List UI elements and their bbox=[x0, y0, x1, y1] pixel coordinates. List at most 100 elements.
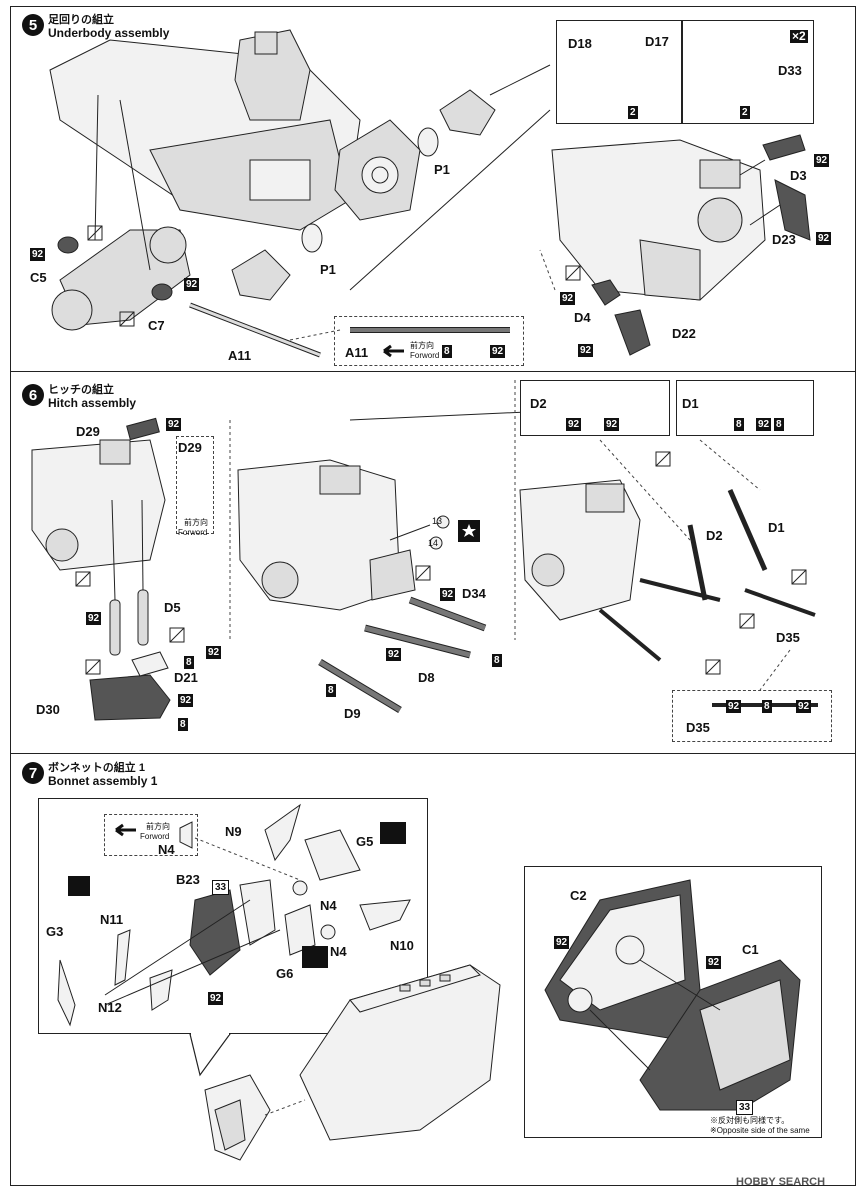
paint-code: 92 bbox=[560, 292, 576, 305]
paint-code: 92 bbox=[554, 936, 570, 949]
part-label: D18 bbox=[568, 36, 592, 51]
step-6-header: 6 ヒッチの組立 Hitch assembly bbox=[22, 384, 136, 410]
part-label: D22 bbox=[672, 326, 696, 341]
part-label: D17 bbox=[645, 34, 669, 49]
direction-en: Forword bbox=[410, 351, 440, 360]
part-label: G6 bbox=[276, 966, 294, 981]
decal-number: 13 bbox=[432, 516, 443, 526]
part-label: D3 bbox=[790, 168, 807, 183]
watermark: HOBBY SEARCH bbox=[736, 1176, 826, 1188]
paint-code: 92 bbox=[178, 694, 194, 707]
step-7-header: 7 ボンネットの組立 1 Bonnet assembly 1 bbox=[22, 762, 157, 788]
part-label: B23 bbox=[176, 872, 200, 887]
part-label: A11 bbox=[228, 348, 252, 363]
part-label: C7 bbox=[148, 318, 165, 333]
part-label: N4 bbox=[320, 898, 337, 913]
paint-code: 8 bbox=[774, 418, 784, 431]
step-number: 6 bbox=[22, 384, 44, 406]
step-number: 5 bbox=[22, 14, 44, 36]
part-label: D2 bbox=[706, 528, 723, 543]
part-label: P1 bbox=[320, 262, 336, 277]
inset-d29-direction bbox=[176, 436, 214, 534]
quantity-badge: ×2 bbox=[790, 29, 808, 43]
paint-code: 8 bbox=[326, 684, 336, 697]
part-label: D35 bbox=[776, 630, 800, 645]
section-divider bbox=[11, 753, 855, 754]
paint-code: 8 bbox=[178, 718, 188, 731]
part-label: N4 bbox=[158, 842, 175, 857]
paint-code: 92 bbox=[386, 648, 402, 661]
paint-code: 92 bbox=[796, 700, 812, 713]
paint-code: 92 bbox=[86, 612, 102, 625]
part-label: C2 bbox=[570, 888, 587, 903]
instruction-sheet bbox=[10, 6, 856, 1186]
part-label: D33 bbox=[778, 63, 802, 78]
paint-code: 92 bbox=[578, 344, 594, 357]
paint-code: 92 bbox=[184, 278, 200, 291]
paint-code: 92 bbox=[604, 418, 620, 431]
part-label: D5 bbox=[164, 600, 181, 615]
paint-code: 92 bbox=[706, 956, 722, 969]
inset-d2 bbox=[520, 380, 670, 436]
part-label: D4 bbox=[574, 310, 591, 325]
part-label: D8 bbox=[418, 670, 435, 685]
part-label: D29 bbox=[178, 440, 202, 455]
part-label: G3 bbox=[46, 924, 64, 939]
part-label: D23 bbox=[772, 232, 796, 247]
part-label: D1 bbox=[768, 520, 785, 535]
paint-code: 8 bbox=[762, 700, 772, 713]
step-title-en: Hitch assembly bbox=[48, 396, 137, 410]
part-label: D29 bbox=[76, 424, 100, 439]
paint-code: 92 bbox=[490, 345, 506, 358]
part-label: P1 bbox=[434, 162, 450, 177]
direction-en: Forword bbox=[140, 832, 170, 841]
paint-code: 92 bbox=[30, 248, 46, 261]
note-en: ※Opposite side of the same bbox=[710, 1126, 810, 1135]
inset-d1 bbox=[676, 380, 814, 436]
part-label: D9 bbox=[344, 706, 361, 721]
step-title-jp: 足回りの組立 bbox=[48, 14, 114, 26]
paint-code: 2 bbox=[740, 106, 750, 119]
decal-number: 14 bbox=[428, 538, 439, 548]
step-5-header: 5 足回りの組立 Underbody assembly bbox=[22, 14, 169, 40]
paint-code: 8 bbox=[184, 656, 194, 669]
step-title-jp: ヒッチの組立 bbox=[48, 384, 114, 396]
part-label: N4 bbox=[330, 944, 347, 959]
inset-n4-direction bbox=[104, 814, 198, 856]
part-label: D1 bbox=[682, 396, 699, 411]
part-label: C1 bbox=[742, 942, 759, 957]
paint-code: 33 bbox=[212, 880, 230, 895]
part-label: N9 bbox=[225, 824, 242, 839]
paint-code: 92 bbox=[166, 418, 182, 431]
part-label: D30 bbox=[36, 702, 60, 717]
part-label: G5 bbox=[356, 834, 374, 849]
section-divider bbox=[11, 371, 855, 372]
step-title-en: Underbody assembly bbox=[48, 26, 170, 40]
paint-code: 92 bbox=[566, 418, 582, 431]
paint-code: 92 bbox=[440, 588, 456, 601]
inset-a11 bbox=[334, 316, 524, 366]
paint-code: 8 bbox=[442, 345, 452, 358]
direction-en: Forword bbox=[178, 528, 208, 537]
direction-jp: 前方向 bbox=[184, 518, 208, 527]
inset-d35 bbox=[672, 690, 832, 742]
part-label: D2 bbox=[530, 396, 547, 411]
part-label: D21 bbox=[174, 670, 198, 685]
paint-code: 8 bbox=[734, 418, 744, 431]
step-number: 7 bbox=[22, 762, 44, 784]
paint-code: 92 bbox=[814, 154, 830, 167]
part-label: A11 bbox=[345, 345, 369, 360]
paint-code: 92 bbox=[208, 992, 224, 1005]
paint-code: 92 bbox=[206, 646, 222, 659]
paint-code: 2 bbox=[628, 106, 638, 119]
part-label: N11 bbox=[100, 912, 124, 927]
paint-code: 92 bbox=[816, 232, 832, 245]
part-label: C5 bbox=[30, 270, 47, 285]
inset-d18-d17 bbox=[556, 20, 682, 124]
paint-code: 8 bbox=[492, 654, 502, 667]
paint-code: 92 bbox=[756, 418, 772, 431]
part-label: N10 bbox=[390, 938, 414, 953]
part-label: N12 bbox=[98, 1000, 122, 1015]
